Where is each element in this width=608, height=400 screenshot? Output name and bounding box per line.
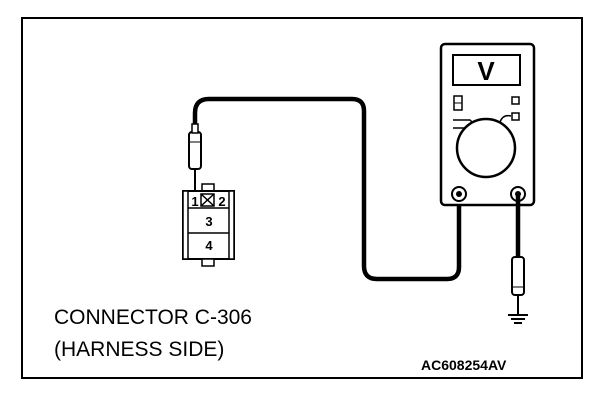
meter-display — [452, 54, 521, 86]
probe-icon — [188, 123, 202, 192]
cross-box-icon — [200, 193, 215, 207]
caption-harness-side: (HARNESS SIDE) — [54, 338, 225, 361]
pin-2-label: 2 — [218, 194, 225, 209]
ground-probe — [511, 256, 525, 315]
pin-1-label: 1 — [191, 194, 198, 209]
test-lead-wire — [192, 96, 462, 282]
meter-indicator — [511, 112, 520, 121]
connector-c306: 1 2 3 4 — [182, 183, 235, 267]
caption-connector-name: CONNECTOR C-306 — [54, 306, 252, 329]
probe-handle — [188, 131, 202, 170]
meter-display-symbol: V — [477, 56, 495, 86]
voltmeter-icon: V — [439, 42, 536, 207]
meter-indicator — [511, 96, 520, 105]
pin-3-label: 3 — [205, 214, 212, 229]
meter-dial — [455, 117, 517, 179]
ground-icon — [508, 314, 528, 324]
connector-rail-left — [182, 190, 189, 260]
connector-rail-right — [228, 190, 235, 260]
connector-latch-bottom — [201, 258, 215, 267]
figure-code: AC608254AV — [421, 357, 507, 373]
diagram-frame — [21, 17, 583, 379]
pin-4-label: 4 — [205, 238, 213, 253]
